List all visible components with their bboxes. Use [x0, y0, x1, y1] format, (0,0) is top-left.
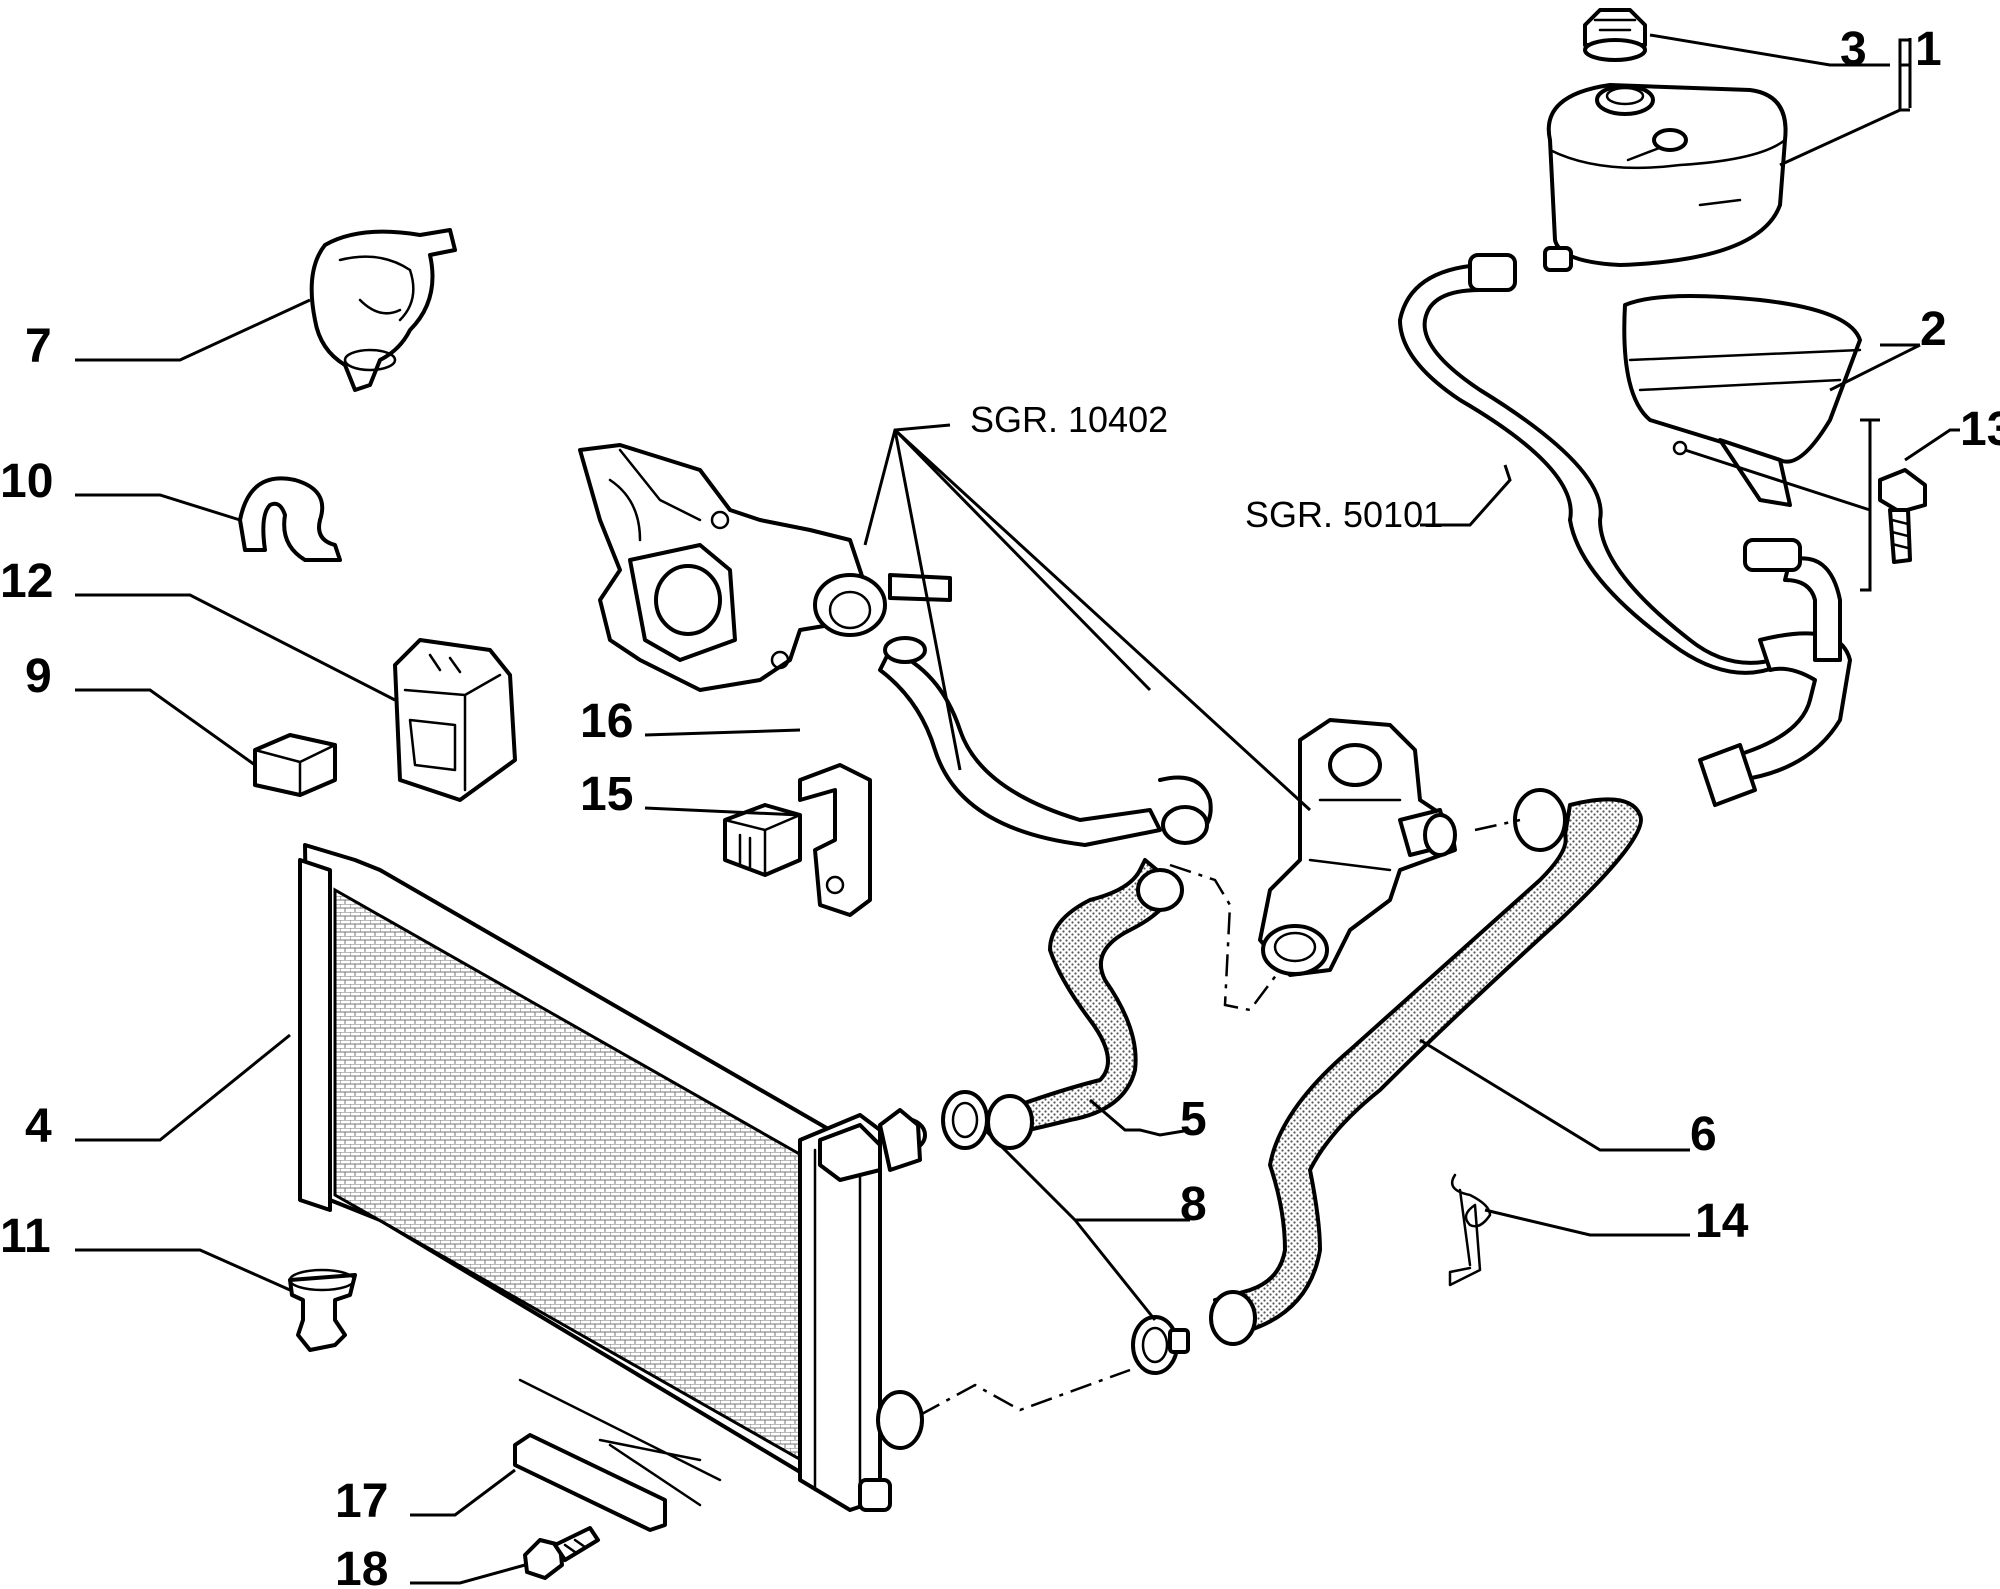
grommet-7 — [309, 228, 457, 392]
part-number-14: 14 — [1695, 1195, 1749, 1248]
part-number-4: 4 — [25, 1100, 52, 1153]
part-number-5: 5 — [1180, 1093, 1207, 1146]
leader-lines — [75, 33, 1960, 1585]
hose-5 — [986, 858, 1184, 1150]
radiator — [298, 843, 927, 1512]
part-number-8: 8 — [1180, 1178, 1207, 1231]
part-number-3: 3 — [1840, 23, 1867, 76]
part-number-17: 17 — [335, 1475, 388, 1528]
expansion-tank — [1543, 83, 1788, 272]
connector-line-hose6 — [1474, 818, 1521, 832]
reference-pump: SGR. 10402 — [970, 399, 1168, 440]
plate-17 — [513, 1378, 722, 1532]
thermostat-housing — [1258, 718, 1457, 977]
bracket-16 — [798, 763, 872, 917]
connector-line-radiator — [919, 1368, 1131, 1417]
part-number-13: 13 — [1960, 403, 2000, 456]
bolt-13 — [1878, 468, 1927, 564]
part-number-15: 15 — [580, 768, 633, 821]
tank-hose — [1398, 253, 1852, 807]
clip-15 — [723, 803, 802, 877]
part-number-2: 2 — [1920, 303, 1947, 356]
part-number-11: 11 — [0, 1210, 51, 1263]
reference-tank-hose: SGR. 50101 — [1245, 494, 1443, 535]
part-number-6: 6 — [1690, 1108, 1717, 1161]
hose-6 — [1209, 788, 1643, 1346]
connector-line-thermostat — [1169, 863, 1281, 1012]
tank-bracket — [1622, 294, 1862, 507]
part-number-18: 18 — [335, 1543, 388, 1589]
bolt-18 — [523, 1526, 600, 1580]
part-number-16: 16 — [580, 695, 633, 748]
pump-outlet-hose — [878, 636, 1213, 847]
part-number-1: 1 — [1915, 23, 1942, 76]
spring-clip-14 — [1448, 1173, 1492, 1287]
part-number-10: 10 — [0, 455, 53, 508]
part-number-7: 7 — [25, 320, 52, 373]
pad-9 — [253, 733, 337, 797]
clip-10 — [238, 476, 342, 562]
tank-cap — [1583, 8, 1647, 62]
water-pump-housing — [578, 443, 952, 692]
hose-clamp-8 — [941, 1090, 1190, 1375]
mount-11 — [288, 1268, 357, 1352]
mount-12 — [393, 638, 517, 802]
part-number-9: 9 — [25, 650, 52, 703]
part-number-12: 12 — [0, 555, 53, 608]
